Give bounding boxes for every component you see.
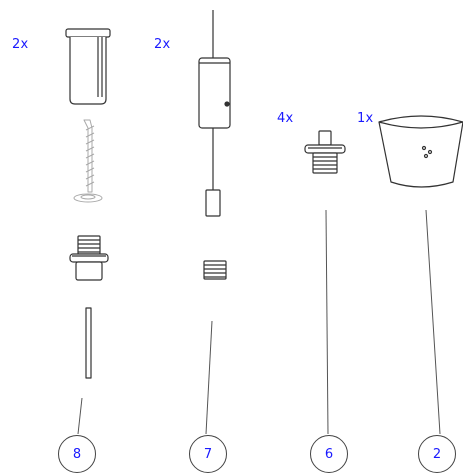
screw-part: [73, 119, 103, 203]
sleeve-part: [65, 28, 111, 105]
quantity-label-part-c: 4x: [277, 111, 294, 126]
canopy-cup-part: [378, 115, 463, 188]
threaded-fitting-part: [304, 130, 346, 174]
threaded-connector-part: [69, 235, 109, 281]
quantity-label-part-a: 2x: [12, 37, 29, 52]
quantity-label-part-b: 2x: [154, 37, 171, 52]
callout-6: 6: [310, 435, 348, 473]
callout-7: 7: [189, 435, 227, 473]
leader-lines: [77, 209, 441, 435]
quantity-label-part-d: 1x: [357, 111, 374, 126]
pin-part: [85, 307, 92, 379]
threaded-nut-part: [203, 260, 227, 280]
cable-gripper-part: [198, 10, 231, 217]
callout-8: 8: [58, 435, 96, 473]
callout-2: 2: [418, 435, 456, 473]
